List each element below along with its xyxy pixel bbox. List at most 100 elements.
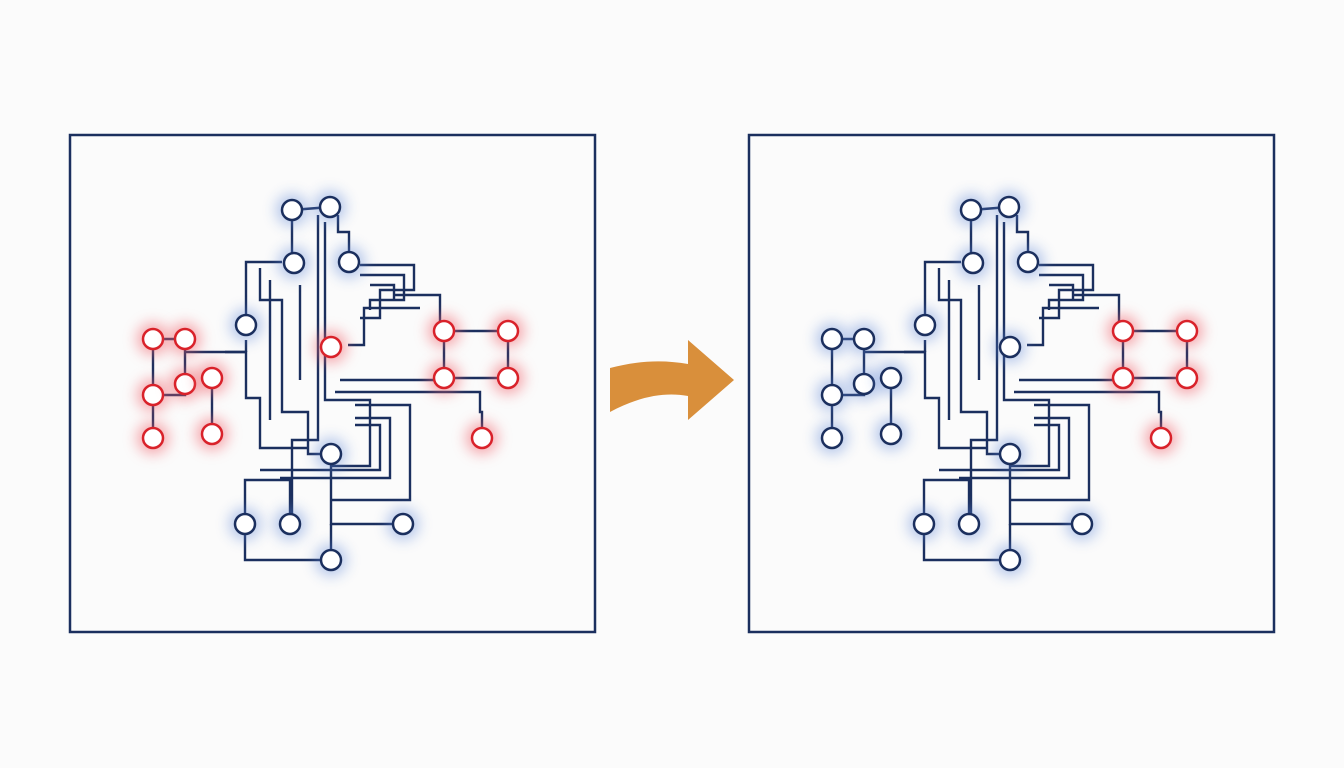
wire [969,215,999,524]
node-left-4 [169,368,201,400]
node-top-a [276,194,308,226]
wire [243,478,292,524]
node-right-3 [428,362,460,394]
node-right-5 [466,422,498,454]
node-lower-hub [994,438,1026,470]
node-right-2 [1171,315,1203,347]
node-mid-a [278,247,310,279]
panel-before [68,133,597,634]
node-mid-b [1012,246,1044,278]
node-bottom-a [908,508,940,540]
node-circle [319,335,343,359]
node-right-4 [1171,362,1203,394]
wire [1014,390,1163,438]
node-mid-b [333,246,365,278]
node-circle [470,426,494,450]
node-circle [852,372,876,396]
panel-frame [747,133,1276,634]
node-top-b [314,191,346,223]
node-bottom-right [387,508,419,540]
node-circle [997,195,1021,219]
wire [331,403,412,502]
node-right-1 [428,315,460,347]
wire [922,478,971,524]
node-right-5 [1145,422,1177,454]
node-circle [282,251,306,275]
node-circle [998,548,1022,572]
wire [1027,306,1099,347]
node-bottom-center [315,544,347,576]
node-circle [1111,366,1135,390]
node-right-3 [1107,362,1139,394]
node-top-b [993,191,1025,223]
node-circle [496,366,520,390]
node-center [315,331,347,363]
wire [335,390,484,438]
node-circle [998,335,1022,359]
node-left-6 [816,422,848,454]
node-circle [961,251,985,275]
node-center [994,331,1026,363]
node-hub-left [909,309,941,341]
node-circle [319,548,343,572]
node-lower-hub [315,438,347,470]
node-circle [1149,426,1173,450]
node-left-1 [816,323,848,355]
node-bottom-a [229,508,261,540]
node-circle [1016,250,1040,274]
wire [348,306,420,347]
wire [290,215,320,524]
node-left-7 [875,418,907,450]
node-circle [233,512,257,536]
node-circle [391,512,415,536]
node-circle [200,422,224,446]
node-left-1 [137,323,169,355]
node-circle [913,313,937,337]
node-circle [957,512,981,536]
wire [939,423,1061,472]
node-circle [234,313,258,337]
node-circle [879,422,903,446]
nodes [137,191,524,576]
node-left-5 [875,362,907,394]
node-circle [820,327,844,351]
node-circle [337,250,361,274]
wire [360,263,416,320]
node-circle [141,383,165,407]
node-circle [141,327,165,351]
node-bottom-right [1066,508,1098,540]
node-circle [173,372,197,396]
wire [923,260,961,325]
node-left-3 [816,379,848,411]
wire [1049,283,1075,300]
node-circle [319,442,343,466]
node-left-6 [137,422,169,454]
node-circle [1175,366,1199,390]
node-right-4 [492,362,524,394]
node-left-4 [848,368,880,400]
node-bottom-b [953,508,985,540]
wire [280,416,392,480]
node-top-a [955,194,987,226]
node-left-2 [169,323,201,355]
curved-arrow-right-icon [610,340,734,420]
node-circle [1175,319,1199,343]
node-circle [820,383,844,407]
node-circle [432,319,456,343]
wire [937,268,1010,456]
node-bottom-b [274,508,306,540]
node-bottom-center [994,544,1026,576]
node-left-5 [196,362,228,394]
panel-after [747,133,1276,634]
wire [1039,273,1085,310]
node-circle [820,426,844,450]
node-circle [496,319,520,343]
node-circle [278,512,302,536]
node-hub-left [230,309,262,341]
node-left-2 [848,323,880,355]
wire [370,283,396,300]
wire [225,350,308,450]
node-circle [879,366,903,390]
node-left-3 [137,379,169,411]
